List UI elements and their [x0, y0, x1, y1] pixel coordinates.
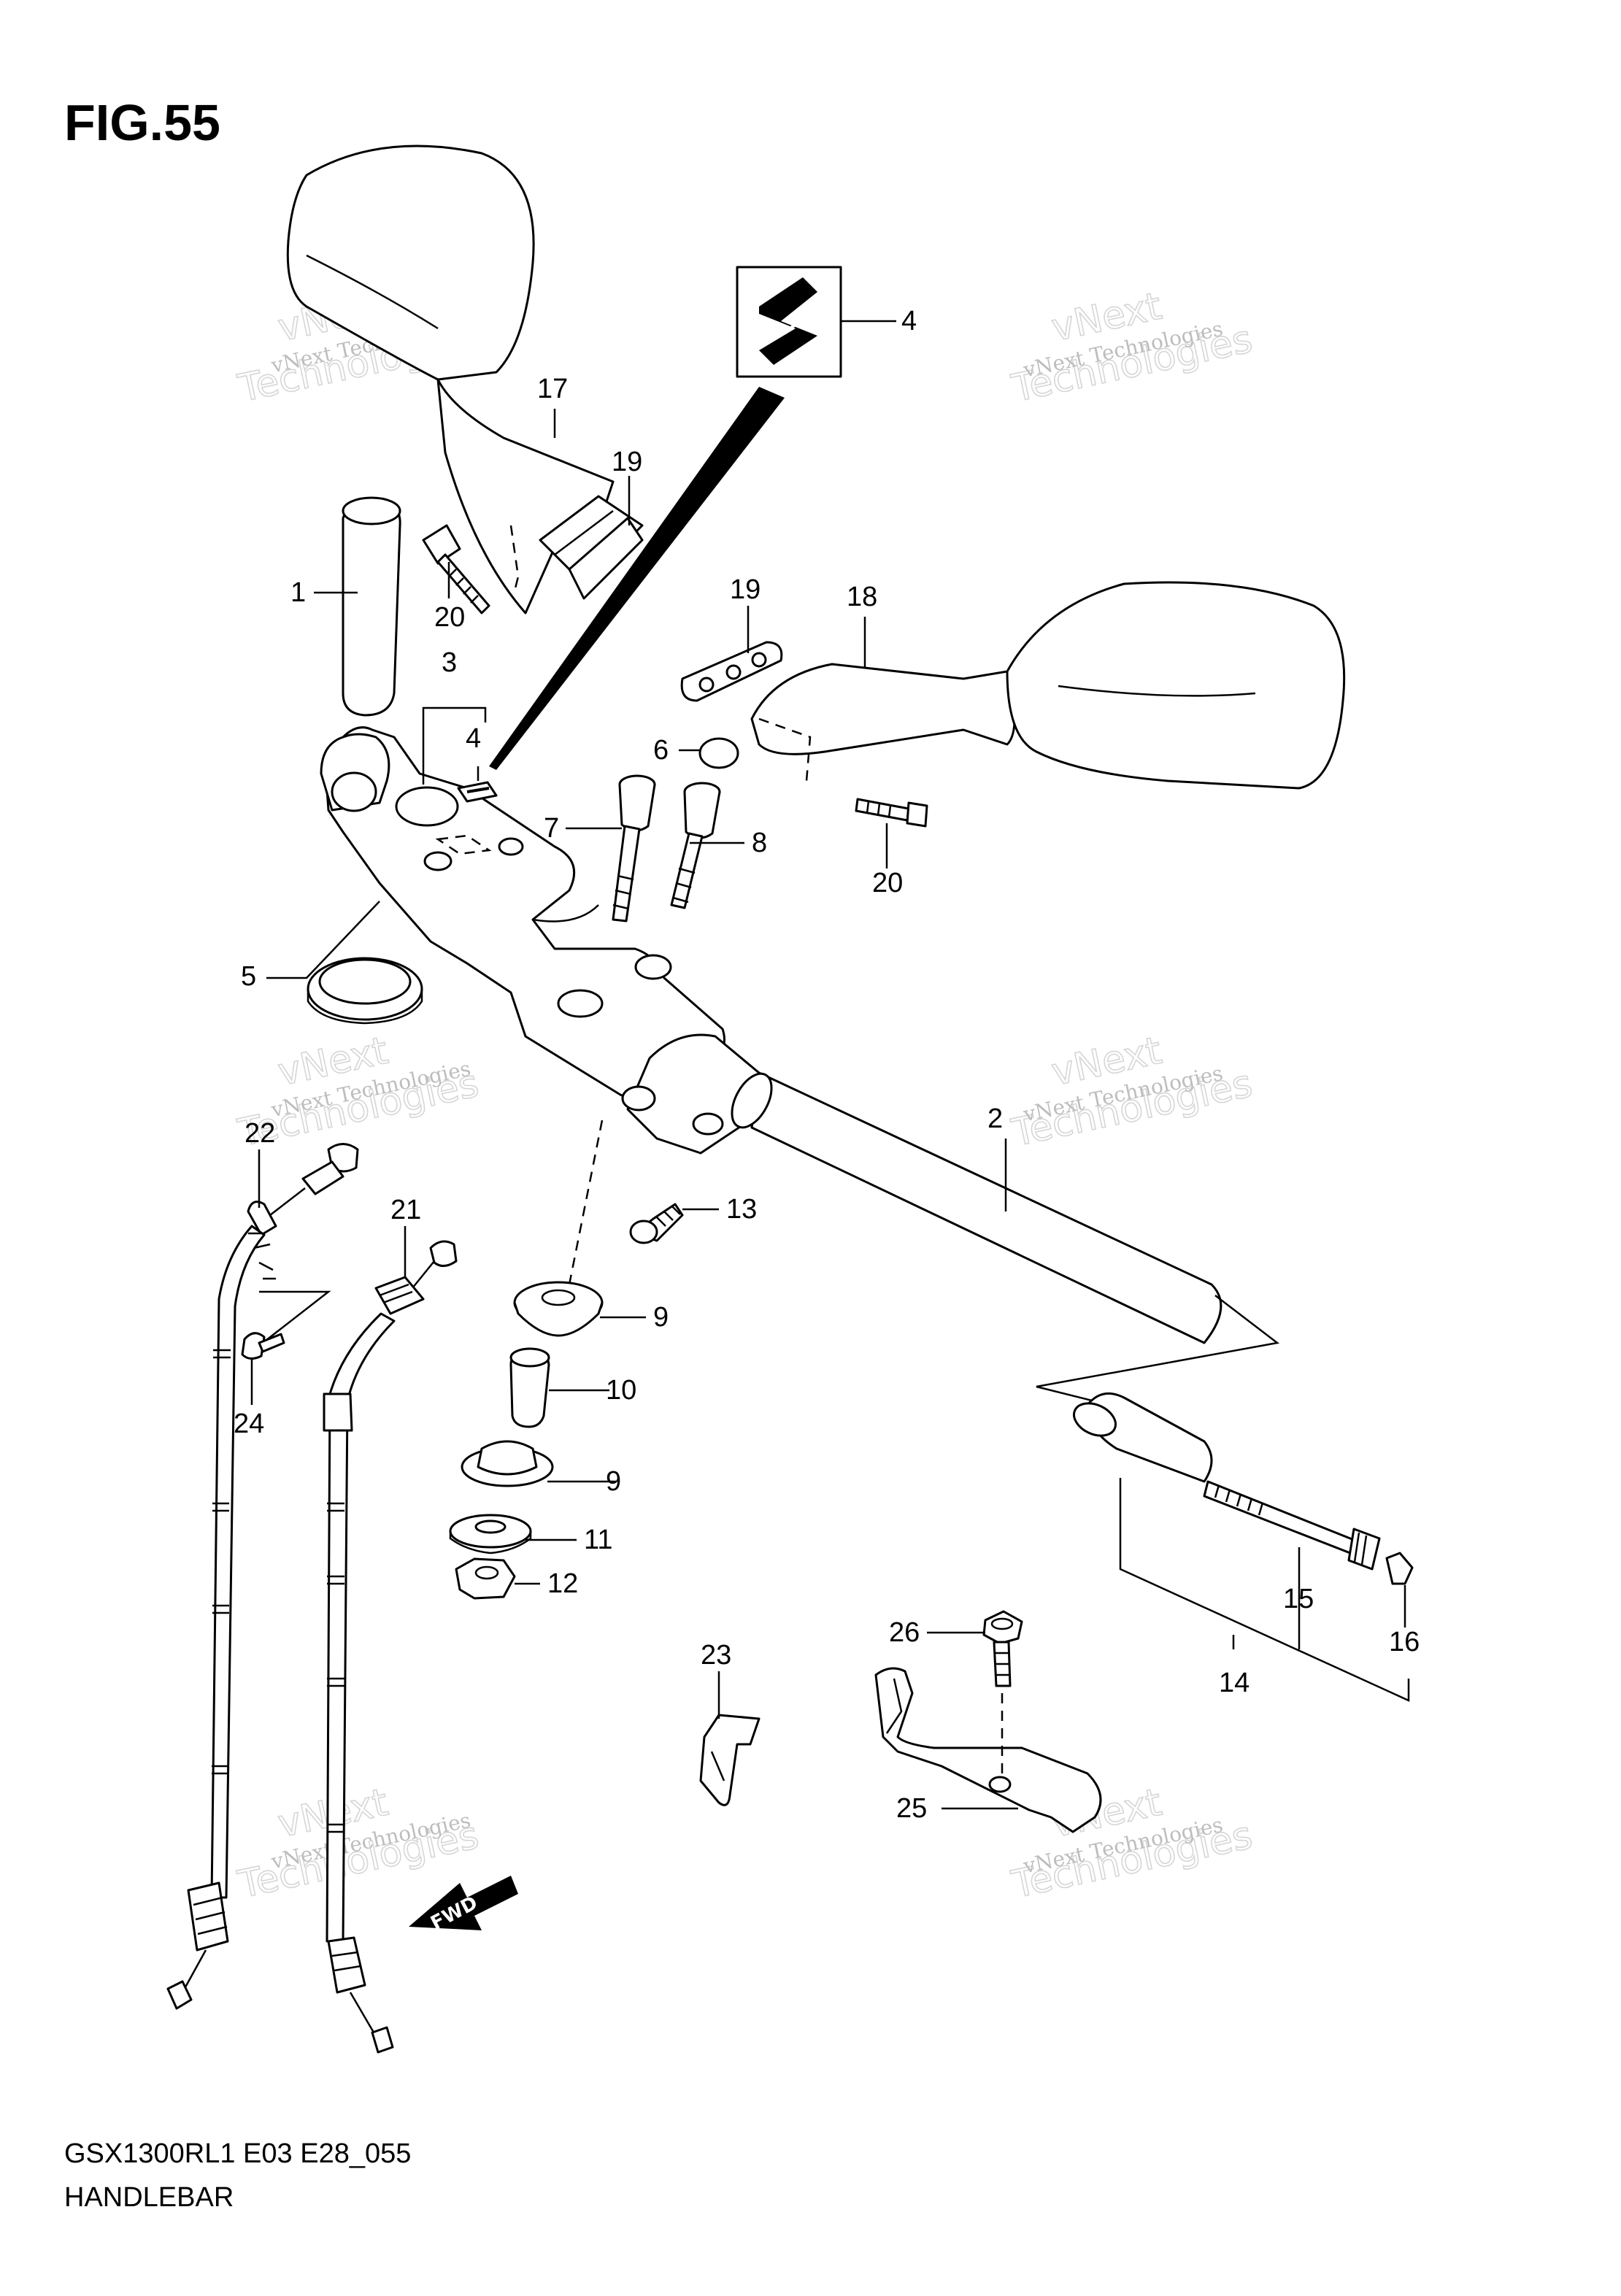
callout-labels: 1 2 3 4 4 5 6 7 8 9 9 10 11 12 13 14 15 …: [234, 306, 1420, 1824]
handlebar-right-part: [621, 1033, 1223, 1344]
callout-24: 24: [234, 1409, 264, 1439]
callout-16: 16: [1389, 1627, 1420, 1657]
mirror-bolt-left: [422, 524, 490, 615]
damper-rubber-lower: [461, 1440, 554, 1487]
callout-15: 15: [1283, 1584, 1314, 1614]
mirror-rubber-mount-right: [680, 641, 783, 702]
mirror-bolt-right: [855, 798, 928, 828]
figure-title: FIG.55: [64, 94, 220, 151]
cable-guide-lines: [259, 1290, 331, 1344]
mirror-rubber-mount-upper: [539, 495, 644, 600]
callout-2: 2: [987, 1103, 1003, 1134]
throttle-cable-22: [166, 1143, 359, 2010]
callout-23: 23: [701, 1640, 731, 1671]
bar-end-washer: [1385, 1552, 1414, 1585]
clamp-bolt-13: [629, 1203, 684, 1244]
bracket-bolt-26: [982, 1610, 1023, 1687]
left-mirror-part: [286, 145, 615, 615]
leader-lines: [250, 320, 1410, 1810]
callout-8: 8: [752, 828, 767, 858]
callout-25: 25: [896, 1793, 927, 1824]
callout-20-right: 20: [872, 868, 903, 898]
stud-nut-part: [455, 1557, 516, 1600]
emblem-indicator-wedge: [489, 387, 785, 770]
bolt-cap-part: [698, 737, 739, 769]
spacer-collar: [509, 1347, 550, 1428]
callout-14: 14: [1219, 1668, 1250, 1698]
right-mirror-part: [750, 581, 1346, 790]
callout-10: 10: [606, 1375, 636, 1406]
callout-3: 3: [442, 647, 457, 678]
callout-21: 21: [390, 1195, 421, 1225]
callout-4-emblem: 4: [901, 306, 917, 336]
washer-part: [449, 1514, 532, 1555]
callout-19-right: 19: [730, 574, 761, 605]
throttle-cable-21: [323, 1240, 458, 2054]
callout-22: 22: [245, 1118, 275, 1149]
section-name: HANDLEBAR: [64, 2182, 234, 2213]
callout-19-upper: 19: [612, 447, 642, 477]
callout-26: 26: [889, 1617, 920, 1648]
callout-11: 11: [584, 1525, 612, 1555]
clamp-bolt-7: [612, 774, 656, 922]
forward-direction-arrow: FWD: [409, 1876, 518, 1935]
callout-13: 13: [726, 1194, 757, 1225]
callout-9-upper: 9: [653, 1302, 669, 1333]
steering-stem-ring: [307, 957, 423, 1025]
left-grip-part: [342, 496, 401, 717]
callout-17: 17: [537, 374, 568, 404]
watermark-top-right: vNext Technologies vNext Technologies: [1007, 284, 1257, 412]
callout-7: 7: [544, 813, 559, 844]
cable-guide-bracket: [874, 1667, 1102, 1833]
cable-screw-24: [241, 1332, 285, 1360]
stud-axis-line: [568, 1120, 604, 1285]
watermark-bottom-left: vNext Technologies vNext Technologies: [234, 1780, 483, 1908]
damper-rubber-upper: [513, 1281, 604, 1337]
cable-clamp-part: [699, 1714, 761, 1806]
suzuki-emblem-part: [736, 266, 842, 378]
callout-6: 6: [653, 735, 669, 766]
callout-1: 1: [290, 577, 306, 608]
clamp-bolt-8: [670, 782, 721, 909]
suzuki-emblem-small: [457, 781, 498, 803]
callout-4-small: 4: [466, 723, 481, 754]
bar-end-bolt: [1203, 1480, 1381, 1571]
handlebar-end-weight: [1073, 1392, 1213, 1483]
model-code: GSX1300RL1 E03 E28_055: [64, 2138, 412, 2169]
callout-20-left: 20: [434, 602, 465, 633]
steering-stem-upper-bracket: [320, 726, 725, 1100]
callout-9-lower: 9: [606, 1466, 621, 1497]
watermark-mid-right: vNext Technologies vNext Technologies: [1007, 1028, 1257, 1156]
callout-5: 5: [241, 961, 256, 992]
handlebar-break-line: [1036, 1295, 1280, 1410]
callout-12: 12: [547, 1568, 578, 1599]
callout-18: 18: [847, 582, 877, 612]
